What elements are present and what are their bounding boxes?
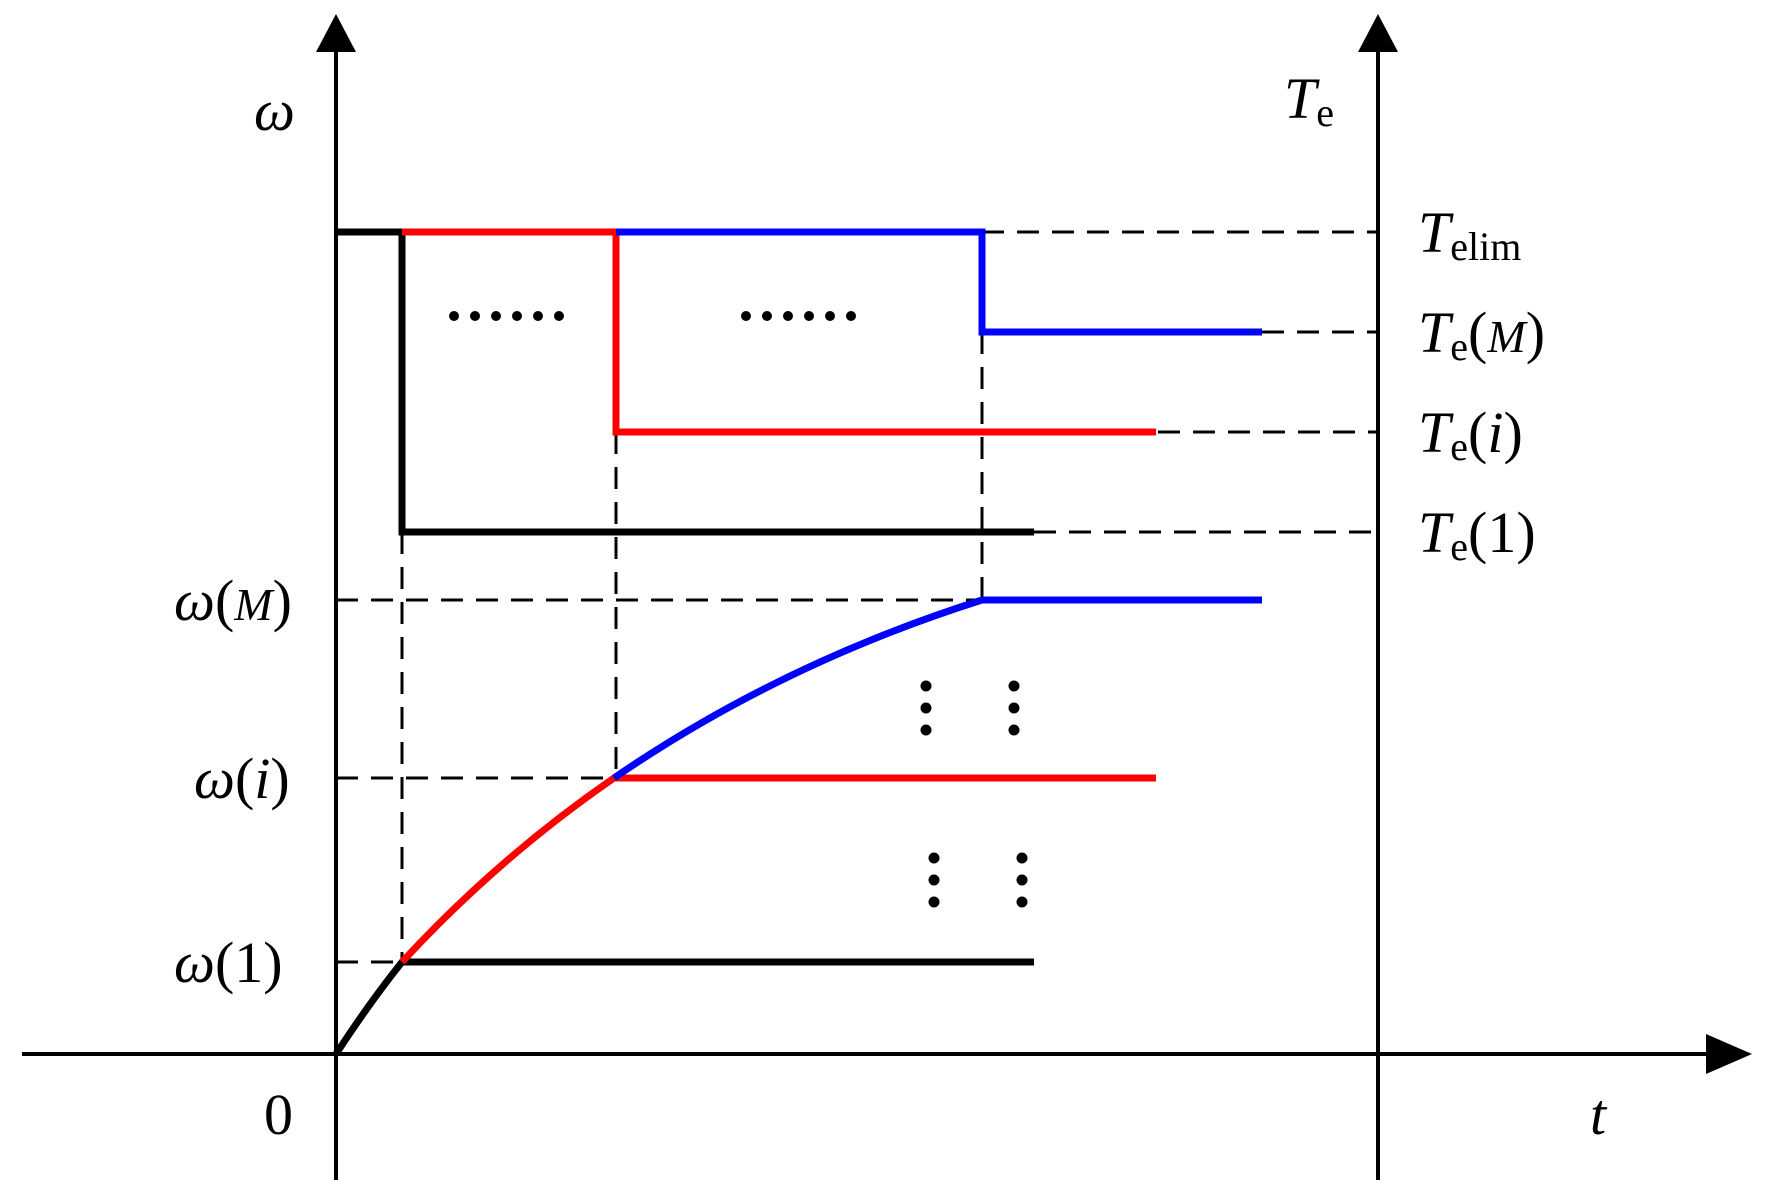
speed-curve-stage-1 [333, 958, 1034, 1056]
vertical-ellipsis-upper-left [920, 680, 932, 736]
vertical-ellipsis-lower-left [928, 852, 940, 908]
torque-level-label-1: Te(1) [1418, 500, 1536, 569]
omega-level-labels: ω(M) ω(i) ω(1) [174, 568, 292, 995]
time-axis-arrowhead [1706, 1034, 1752, 1074]
speed-curve-stage-M [612, 596, 1262, 781]
torque-level-label-M: Te(M) [1418, 300, 1545, 369]
omega-level-label-i: ω(i) [194, 746, 290, 811]
torque-level-label-i: Te(i) [1418, 400, 1523, 469]
guide-lines [336, 230, 1378, 964]
speed-curves [333, 596, 1262, 1056]
torque-curves [336, 228, 1262, 536]
torque-level-label-elim: Telim [1418, 200, 1521, 269]
vertical-ellipsis-lower-right [1016, 852, 1028, 908]
vertical-ellipsis-upper-right [1008, 680, 1020, 736]
omega-axis-label: ω [254, 78, 295, 143]
torque-curve-stage-i [402, 228, 1156, 436]
horizontal-ellipsis-left [449, 311, 564, 321]
axes [22, 14, 1752, 1180]
origin-label: 0 [264, 1082, 293, 1147]
torque-axis-arrowhead [1358, 14, 1398, 52]
ellipsis-marks [449, 311, 1028, 908]
omega-axis-arrowhead [316, 14, 356, 52]
torque-axis-label: Te [1284, 66, 1334, 135]
horizontal-ellipsis-right [741, 311, 856, 321]
omega-level-label-M: ω(M) [174, 568, 292, 633]
time-axis-label: t [1590, 1082, 1608, 1147]
torque-level-labels: Telim Te(M) Te(i) Te(1) [1418, 200, 1545, 569]
torque-curve-stage-M [616, 228, 1262, 336]
axis-labels: ω Te t 0 [254, 66, 1608, 1147]
omega-level-label-1: ω(1) [174, 930, 283, 995]
speed-curve-stage-i [399, 774, 1156, 965]
torque-curve-stage-1 [336, 228, 1034, 536]
